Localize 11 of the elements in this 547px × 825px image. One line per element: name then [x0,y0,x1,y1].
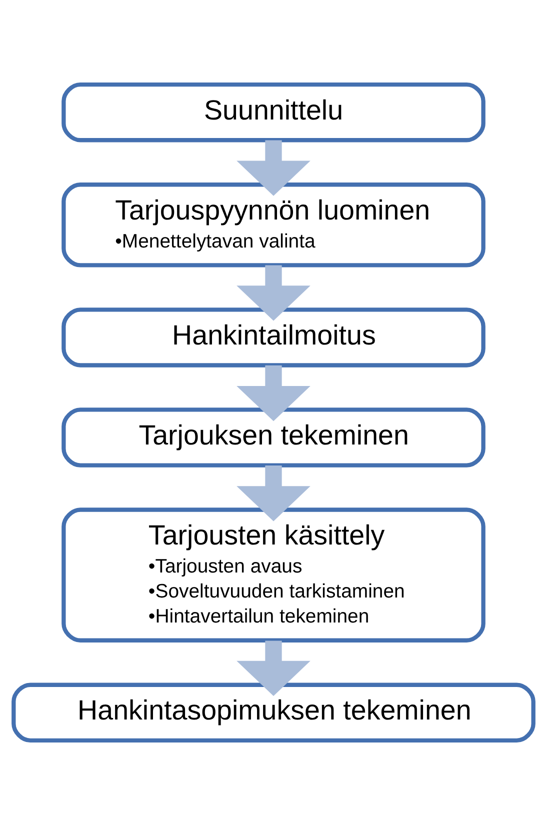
node-box: Suunnittelu [62,82,486,142]
node-box: Tarjouksen tekeminen [62,408,486,468]
node-box: Tarjousten käsittely •Tarjousten avaus •Soveltuvuuden tarkistaminen •Hintavertailun tekeminen [62,508,486,642]
arrow [236,265,310,321]
node-box: Hankintasopimuksen tekeminen [12,682,536,743]
arrow [236,140,310,196]
node-box: Hankintailmoitus [62,308,486,368]
node-box: Tarjouspyynnön luominen •Menettelytavan valinta [62,182,486,268]
arrow [236,365,310,422]
arrow [236,466,310,522]
arrow [236,640,310,696]
